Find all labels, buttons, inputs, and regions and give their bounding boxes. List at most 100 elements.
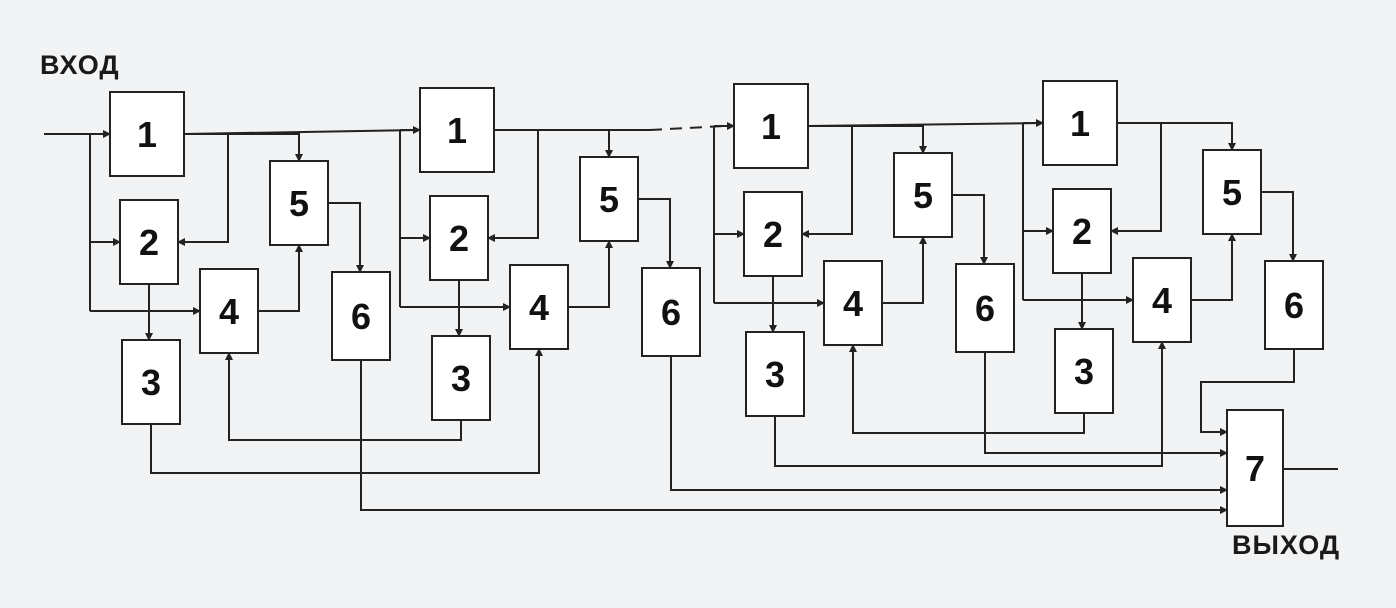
block-6-stage-4-label: 6 xyxy=(1284,285,1304,326)
block-2-stage-1-frame xyxy=(119,199,179,285)
block-5-stage-4-frame xyxy=(1202,149,1262,235)
block-2-stage-4: 2 xyxy=(1052,188,1112,274)
block-2-stage-3-frame xyxy=(743,191,803,277)
block-4-stage-4-frame xyxy=(1132,257,1192,343)
connector-line-49 xyxy=(360,360,1228,514)
block-3-stage-2-frame xyxy=(431,335,491,421)
block-4-stage-2-frame xyxy=(509,264,569,350)
connector-line-27 xyxy=(952,194,988,265)
block-3-stage-1-frame xyxy=(121,339,181,425)
block-5-stage-1-label: 5 xyxy=(289,183,309,224)
input-label: ВХОД xyxy=(40,50,120,80)
block-3-stage-4-label: 3 xyxy=(1074,351,1094,392)
connector-line-47 xyxy=(984,352,1228,457)
block-5-stage-4-label: 5 xyxy=(1222,172,1242,213)
block-2-stage-2: 2 xyxy=(429,195,489,281)
block-7-output-label: 7 xyxy=(1245,448,1265,489)
block-3-stage-4: 3 xyxy=(1054,328,1114,414)
block-1-stage-3-label: 1 xyxy=(761,106,781,147)
connector-line-35 xyxy=(1191,233,1236,301)
block-4-stage-1: 4 xyxy=(199,268,259,354)
block-6-stage-2-label: 6 xyxy=(661,292,681,333)
connector-line-48 xyxy=(670,356,1228,494)
block-5-stage-1: 5 xyxy=(269,160,329,246)
block-1-stage-1: 1 xyxy=(109,91,185,177)
block-6-stage-4: 6 xyxy=(1264,260,1324,350)
block-4-stage-4: 4 xyxy=(1132,257,1192,343)
block-1-stage-2-label: 1 xyxy=(447,110,467,151)
connector-line-45 xyxy=(774,341,1166,467)
block-2-stage-4-label: 2 xyxy=(1072,211,1092,252)
block-6-stage-1: 6 xyxy=(331,271,391,361)
block-1-stage-3-frame xyxy=(733,83,809,169)
block-5-stage-1-frame xyxy=(269,160,329,246)
connector-line-33 xyxy=(1101,122,1236,151)
block-3-stage-1: 3 xyxy=(121,339,181,425)
connector-line-37 xyxy=(183,129,421,135)
connector-line-15 xyxy=(478,129,613,158)
block-3-stage-1-label: 3 xyxy=(141,362,161,403)
connector-line-39 xyxy=(649,125,725,131)
connector-line-6 xyxy=(168,133,303,162)
block-2-stage-1-label: 2 xyxy=(139,222,159,263)
block-3-stage-3: 3 xyxy=(745,331,805,417)
block-4-stage-2-label: 4 xyxy=(529,287,549,328)
connector-line-17 xyxy=(568,240,613,308)
block-5-stage-2: 5 xyxy=(579,156,639,242)
block-2-stage-2-frame xyxy=(429,195,489,281)
block-4-stage-3: 4 xyxy=(823,260,883,346)
block-6-stage-1-label: 6 xyxy=(351,296,371,337)
block-1-stage-1-frame xyxy=(109,91,185,177)
block-1-stage-1-label: 1 xyxy=(137,114,157,155)
block-5-stage-3-frame xyxy=(893,152,953,238)
block-4-stage-1-label: 4 xyxy=(219,291,239,332)
block-4-stage-3-frame xyxy=(823,260,883,346)
block-6-stage-2-frame xyxy=(641,267,701,357)
block-6-stage-3-frame xyxy=(955,263,1015,353)
block-5-stage-2-label: 5 xyxy=(599,179,619,220)
block-3-stage-4-frame xyxy=(1054,328,1114,414)
block-5-stage-4: 5 xyxy=(1202,149,1262,235)
block-2-stage-3-label: 2 xyxy=(763,214,783,255)
block-1-stage-3: 1 xyxy=(733,83,809,169)
block-5-stage-2-frame xyxy=(579,156,639,242)
block-3-stage-2-label: 3 xyxy=(451,358,471,399)
block-2-stage-2-label: 2 xyxy=(449,218,469,259)
output-label: ВЫХОД xyxy=(1232,530,1341,560)
block-6-stage-4-frame xyxy=(1264,260,1324,350)
block-6-stage-3: 6 xyxy=(955,263,1015,353)
connector-line-8 xyxy=(258,244,303,312)
connector-line-24 xyxy=(792,125,927,154)
block-3-stage-3-label: 3 xyxy=(765,354,785,395)
block-1-stage-2: 1 xyxy=(419,87,495,173)
block-2-stage-3: 2 xyxy=(743,191,803,277)
block-3-stage-3-frame xyxy=(745,331,805,417)
connector-line-9 xyxy=(328,202,364,273)
connector-line-44 xyxy=(849,344,1085,434)
block-1-stage-4-label: 1 xyxy=(1070,103,1090,144)
connector-line-36 xyxy=(1261,191,1297,262)
connector-line-26 xyxy=(882,236,927,304)
block-5-stage-3-label: 5 xyxy=(913,175,933,216)
connector-line-42 xyxy=(150,348,543,474)
block-7-output-frame xyxy=(1226,409,1284,527)
block-3-stage-2: 3 xyxy=(431,335,491,421)
block-1-stage-2-frame xyxy=(419,87,495,173)
block-4-stage-1-frame xyxy=(199,268,259,354)
block-4-stage-4-label: 4 xyxy=(1152,280,1172,321)
connector-line-46 xyxy=(1200,349,1295,436)
block-1-stage-4: 1 xyxy=(1042,80,1118,166)
connector-line-41 xyxy=(807,122,1044,127)
block-7-output: 7 xyxy=(1226,409,1284,527)
block-1-stage-4-frame xyxy=(1042,80,1118,166)
block-4-stage-3-label: 4 xyxy=(843,283,863,324)
block-4-stage-2: 4 xyxy=(509,264,569,350)
connector-line-43 xyxy=(225,352,462,441)
connector-line-18 xyxy=(638,198,674,269)
block-5-stage-3: 5 xyxy=(893,152,953,238)
block-6-stage-1-frame xyxy=(331,271,391,361)
block-2-stage-1: 2 xyxy=(119,199,179,285)
block-2-stage-4-frame xyxy=(1052,188,1112,274)
